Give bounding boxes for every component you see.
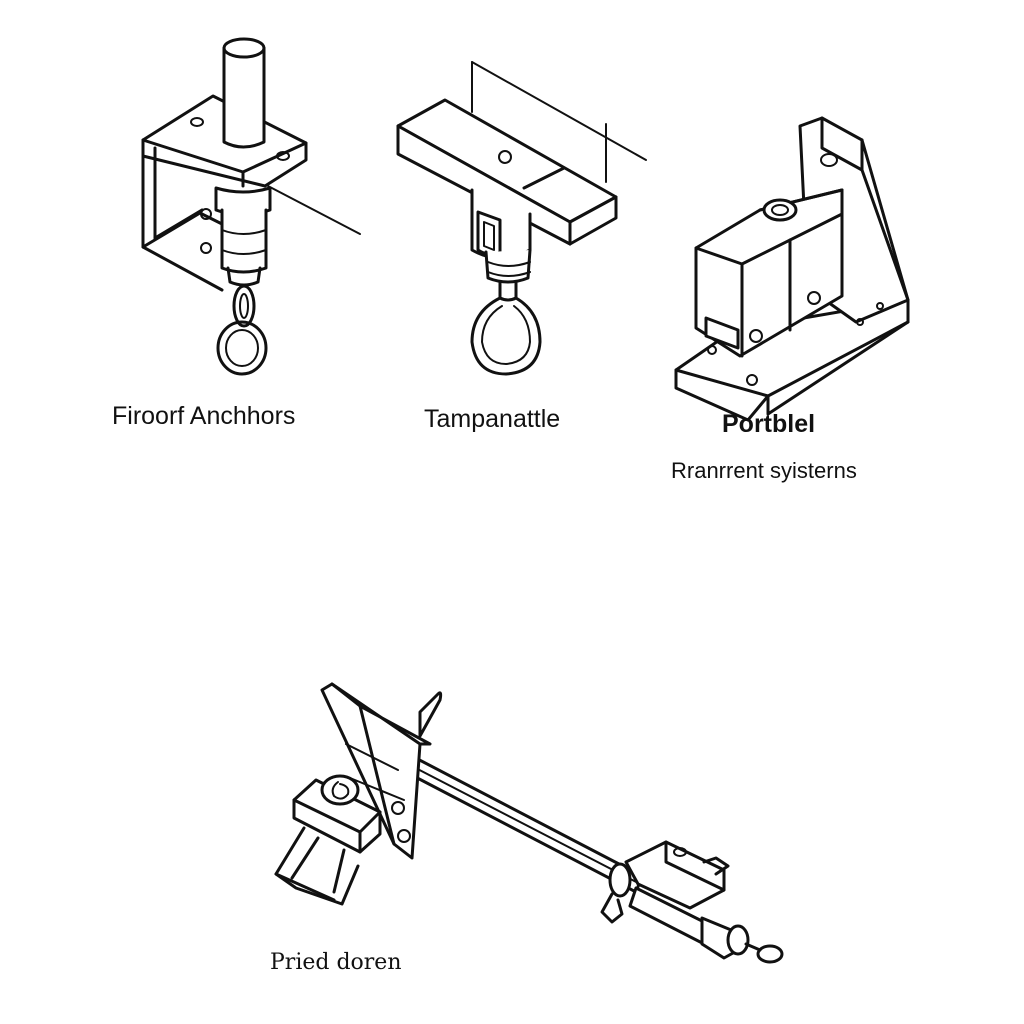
portblel-drawing	[674, 116, 910, 422]
tampanattle-drawing	[396, 61, 647, 376]
label-tampanattle: Tampanattle	[424, 405, 561, 433]
label-portblel: Portblel	[722, 410, 816, 438]
label-floor-anchors: Firoorf Anchhors	[112, 402, 296, 430]
pred-doren-drawing	[274, 682, 784, 964]
label-pred-doren: Pried doren	[270, 950, 402, 975]
label-restraint-systems: Rranrrent syisterns	[671, 458, 857, 483]
floor-anchor-drawing	[141, 37, 361, 376]
